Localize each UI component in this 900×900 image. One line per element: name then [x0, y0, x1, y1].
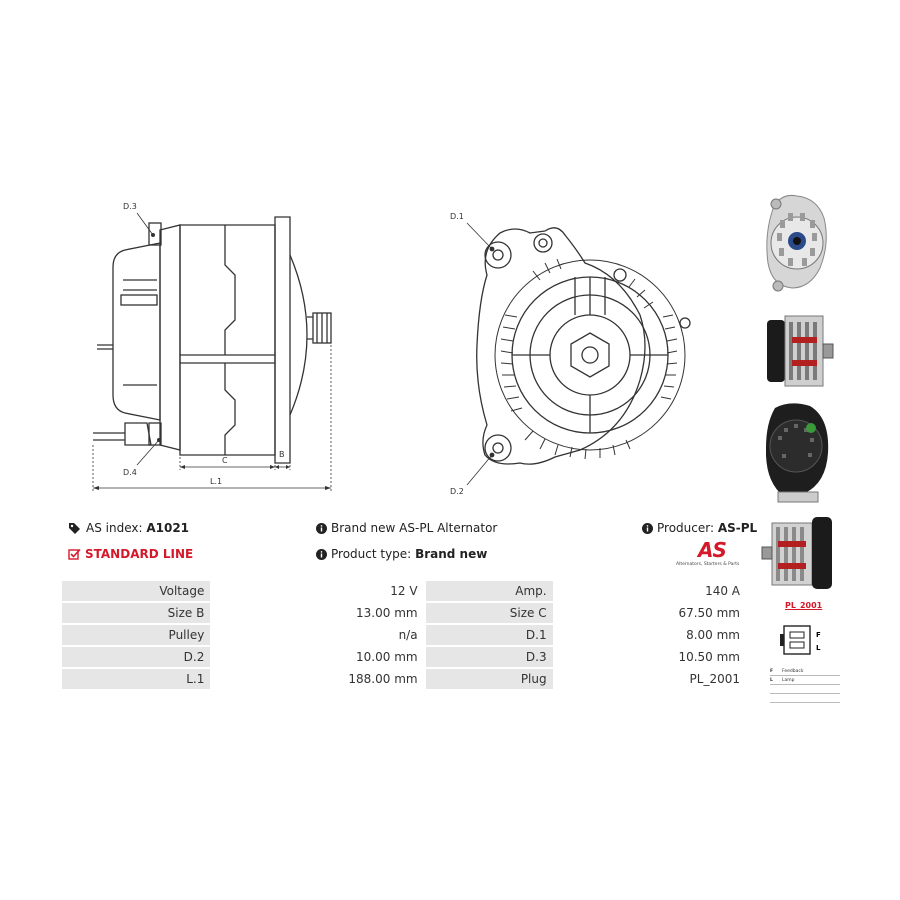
spec-key: Size B	[62, 603, 211, 623]
spec-key: Pulley	[62, 625, 211, 645]
side-view-svg: D.3 D.4 C B L.1	[92, 202, 332, 492]
pin-l: L	[816, 644, 821, 652]
label-d1: D.1	[450, 212, 464, 221]
spec-value: 8.00 mm	[554, 625, 746, 645]
product-type-value: Brand new	[415, 547, 488, 561]
producer-label: Producer:	[657, 521, 715, 535]
legend-row	[770, 694, 840, 703]
spec-key: Voltage	[62, 581, 211, 601]
label-d3: D.3	[123, 202, 137, 211]
spec-key: D.3	[425, 647, 553, 667]
info-icon	[316, 549, 327, 560]
spec-key: D.2	[62, 647, 211, 667]
as-index-label: AS index:	[86, 521, 143, 535]
spec-key: Amp.	[425, 581, 553, 601]
spec-value: PL_2001	[554, 669, 746, 689]
producer: Producer: AS-PL	[642, 521, 757, 535]
spec-value: 10.50 mm	[554, 647, 746, 667]
front-view-svg: D.1 D.2	[450, 212, 691, 496]
spec-key: D.1	[425, 625, 553, 645]
pin-f: F	[816, 631, 821, 639]
legend-code: L	[770, 677, 773, 683]
photo-front	[762, 188, 832, 307]
table-row: Voltage 12 V Amp. 140 A	[62, 581, 746, 601]
product-type-label: Product type:	[331, 547, 412, 561]
photo-rear	[760, 398, 835, 512]
spec-value: 140 A	[554, 581, 746, 601]
photo-side-2	[760, 513, 838, 597]
spec-key: Size C	[425, 603, 553, 623]
spec-value: 13.00 mm	[212, 603, 424, 623]
label-d4: D.4	[123, 468, 137, 477]
table-row: Pulley n/a D.1 8.00 mm	[62, 625, 746, 645]
spec-value: 67.50 mm	[554, 603, 746, 623]
spec-value: n/a	[212, 625, 424, 645]
table-row: L.1 188.00 mm Plug PL_2001	[62, 669, 746, 689]
plug-label: PL_2001	[785, 601, 823, 610]
producer-value: AS-PL	[717, 521, 758, 535]
info-icon	[316, 523, 327, 534]
spec-value: 10.00 mm	[212, 647, 424, 667]
as-pl-logo: AS Alternators, Starters & Parts	[676, 538, 746, 572]
label-b: B	[279, 450, 285, 459]
brand-text: Brand new AS-PL Alternator	[331, 521, 498, 535]
spec-key: L.1	[62, 669, 211, 689]
legend-row: L Lamp	[770, 676, 840, 685]
tags-icon	[69, 523, 80, 534]
as-index: AS index: A1021	[68, 521, 189, 535]
plug-diagram: F L	[778, 620, 828, 664]
front-view-drawing: D.1 D.2	[445, 205, 705, 505]
info-icon	[642, 523, 653, 534]
side-view-drawing: D.3 D.4 C B L.1	[85, 195, 345, 495]
as-index-value: A1021	[146, 521, 190, 535]
logo-mark: AS	[698, 538, 727, 562]
plug-legend: F Feedback L Lamp	[770, 667, 840, 703]
spec-key: Plug	[425, 669, 553, 689]
brand-line: Brand new AS-PL Alternator	[316, 521, 497, 535]
legend-text: Feedback	[782, 668, 804, 674]
standard-line: STANDARD LINE	[68, 547, 193, 561]
legend-code: F	[770, 668, 774, 674]
spec-table: Voltage 12 V Amp. 140 A Size B 13.00 mm …	[60, 579, 748, 691]
spec-value: 188.00 mm	[212, 669, 424, 689]
table-row: D.2 10.00 mm D.3 10.50 mm	[62, 647, 746, 667]
table-row: Size B 13.00 mm Size C 67.50 mm	[62, 603, 746, 623]
label-c: C	[222, 456, 228, 465]
label-d2: D.2	[450, 487, 464, 496]
standard-line-label: STANDARD LINE	[85, 547, 194, 561]
product-type: Product type: Brand new	[316, 547, 487, 561]
legend-row	[770, 685, 840, 694]
logo-tagline: Alternators, Starters & Parts	[676, 562, 740, 567]
label-l1: L.1	[210, 477, 222, 486]
checkbox-icon	[68, 548, 81, 560]
photo-side	[762, 312, 837, 394]
legend-text: Lamp	[782, 677, 795, 683]
spec-value: 12 V	[212, 581, 424, 601]
legend-row: F Feedback	[770, 667, 840, 676]
